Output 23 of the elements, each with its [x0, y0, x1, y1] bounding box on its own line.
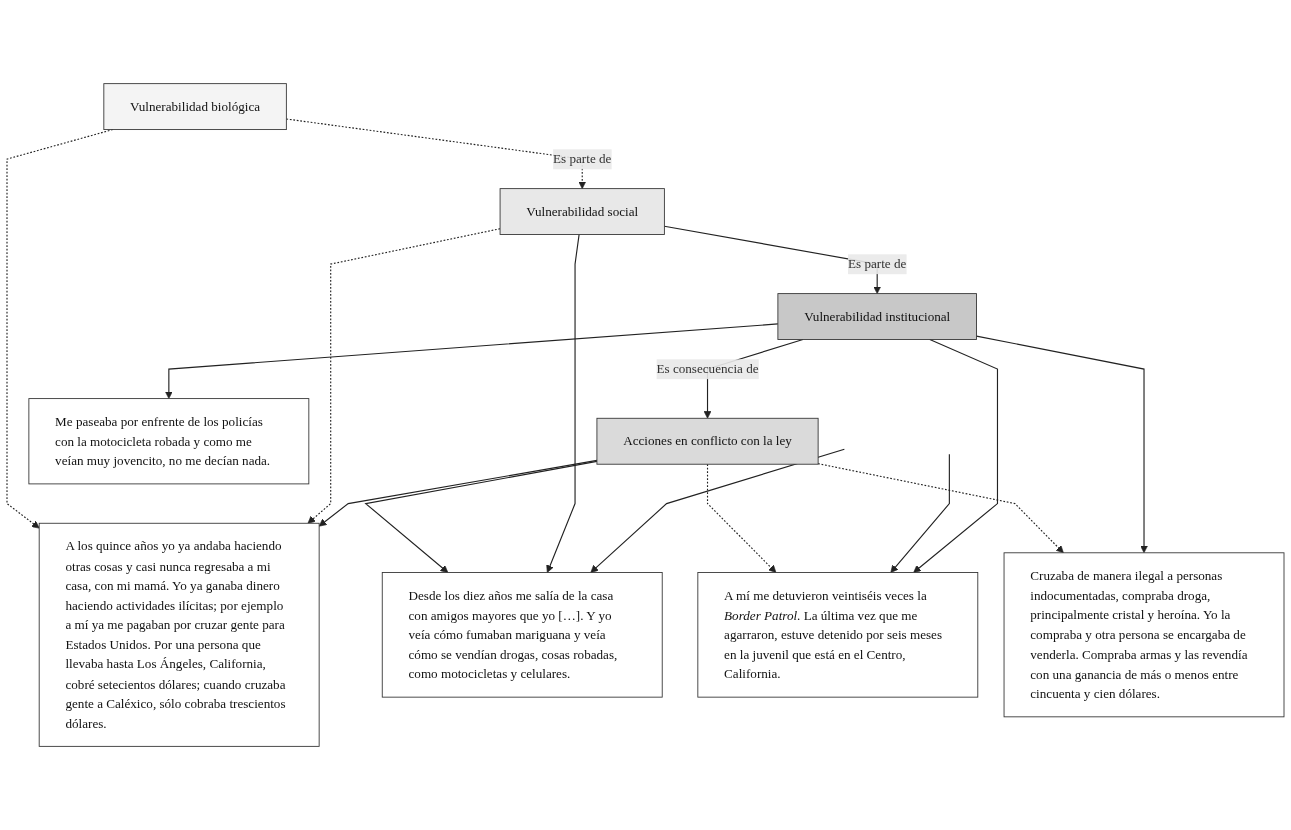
node-box: A mí me detuvieron veintiséis veces la Border Patrol. La última vez que me agarraron, estuve detenido por seis meses en la juvenil que está en el Centro, California.	[697, 572, 979, 698]
node-box: Vulnerabilidad biológica	[103, 83, 287, 130]
arrow	[165, 323, 779, 399]
arrow	[817, 463, 1064, 554]
node-box: Cruzaba de manera ilegal a personas indocumentadas, compraba droga, principalmente cristal y heroína. Yo la compraba y otra persona se encargaba de venderla. Compraba armas y las revendía con una ganancia de más o menos entre cincuenta y cien dólares.	[1003, 552, 1285, 718]
node-box: Vulnerabilidad social	[499, 188, 665, 235]
arrow	[913, 338, 999, 573]
edge-label: Es parte de	[848, 256, 907, 271]
arrow	[546, 234, 580, 573]
node-box: Me paseaba por enfrente de los policías con la motocicleta robada y como me veían muy jovencito, no me decían nada.	[28, 398, 310, 485]
node-box: Desde los diez años me salía de la casa con amigos mayores que yo […]. Y yo veía cómo fumaban mariguana y veía cómo se vendían drogas, cosas robadas, como motocicletas y celulares.	[381, 572, 663, 698]
edge-label: Es consecuencia de	[656, 361, 759, 376]
arrow	[307, 228, 501, 524]
edge-label: Es parte de	[553, 151, 612, 166]
node-box: Acciones en conflicto con la ley	[596, 417, 819, 465]
arrow	[590, 448, 845, 573]
node-box: Vulnerabilidad institucional	[777, 293, 977, 340]
arrow	[364, 460, 598, 573]
node-box: A los quince años yo ya andaba haciendo otras cosas y casi nunca regresaba a mi casa, con mi mamá. Yo ya ganaba dinero haciendo actividades ilícitas; por ejemplo a mí ya me pagaban por cruzar gente para Estados Unidos. Por una persona que llevaba hasta Los Ángeles, California, cobré setecientos dólares; cuando cruzaba gente a Caléxico, sólo cobraba trescientos dólares.	[38, 522, 320, 747]
arrow	[975, 335, 1148, 554]
arrow	[318, 459, 598, 527]
arrow	[285, 118, 587, 189]
arrow	[890, 453, 950, 573]
